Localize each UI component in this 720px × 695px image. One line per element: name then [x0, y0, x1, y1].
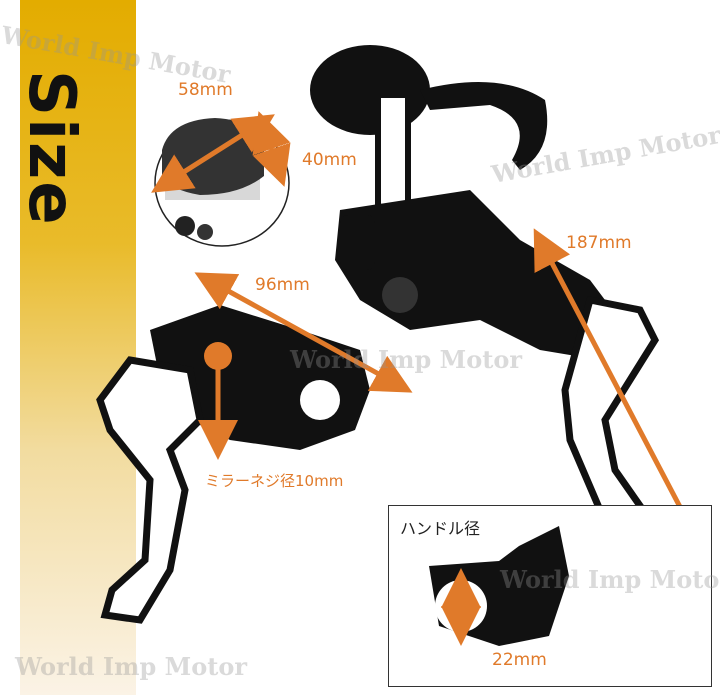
handlebar-inset — [388, 505, 712, 687]
label-58mm: 58mm — [178, 80, 233, 100]
label-40mm: 40mm — [302, 150, 357, 170]
label-187mm: 187mm — [566, 233, 632, 253]
watermark: World Imp Motor — [15, 652, 247, 681]
label-handlebar: ハンドル径 — [400, 519, 481, 538]
watermark: World Imp Motor — [500, 565, 720, 594]
label-22mm: 22mm — [492, 650, 547, 670]
master-cylinder — [310, 45, 695, 564]
label-96mm: 96mm — [255, 275, 310, 295]
label-mirror-thread: ミラーネジ径10mm — [205, 472, 344, 490]
watermark: World Imp Motor — [290, 345, 522, 374]
yellow-band — [20, 0, 136, 695]
